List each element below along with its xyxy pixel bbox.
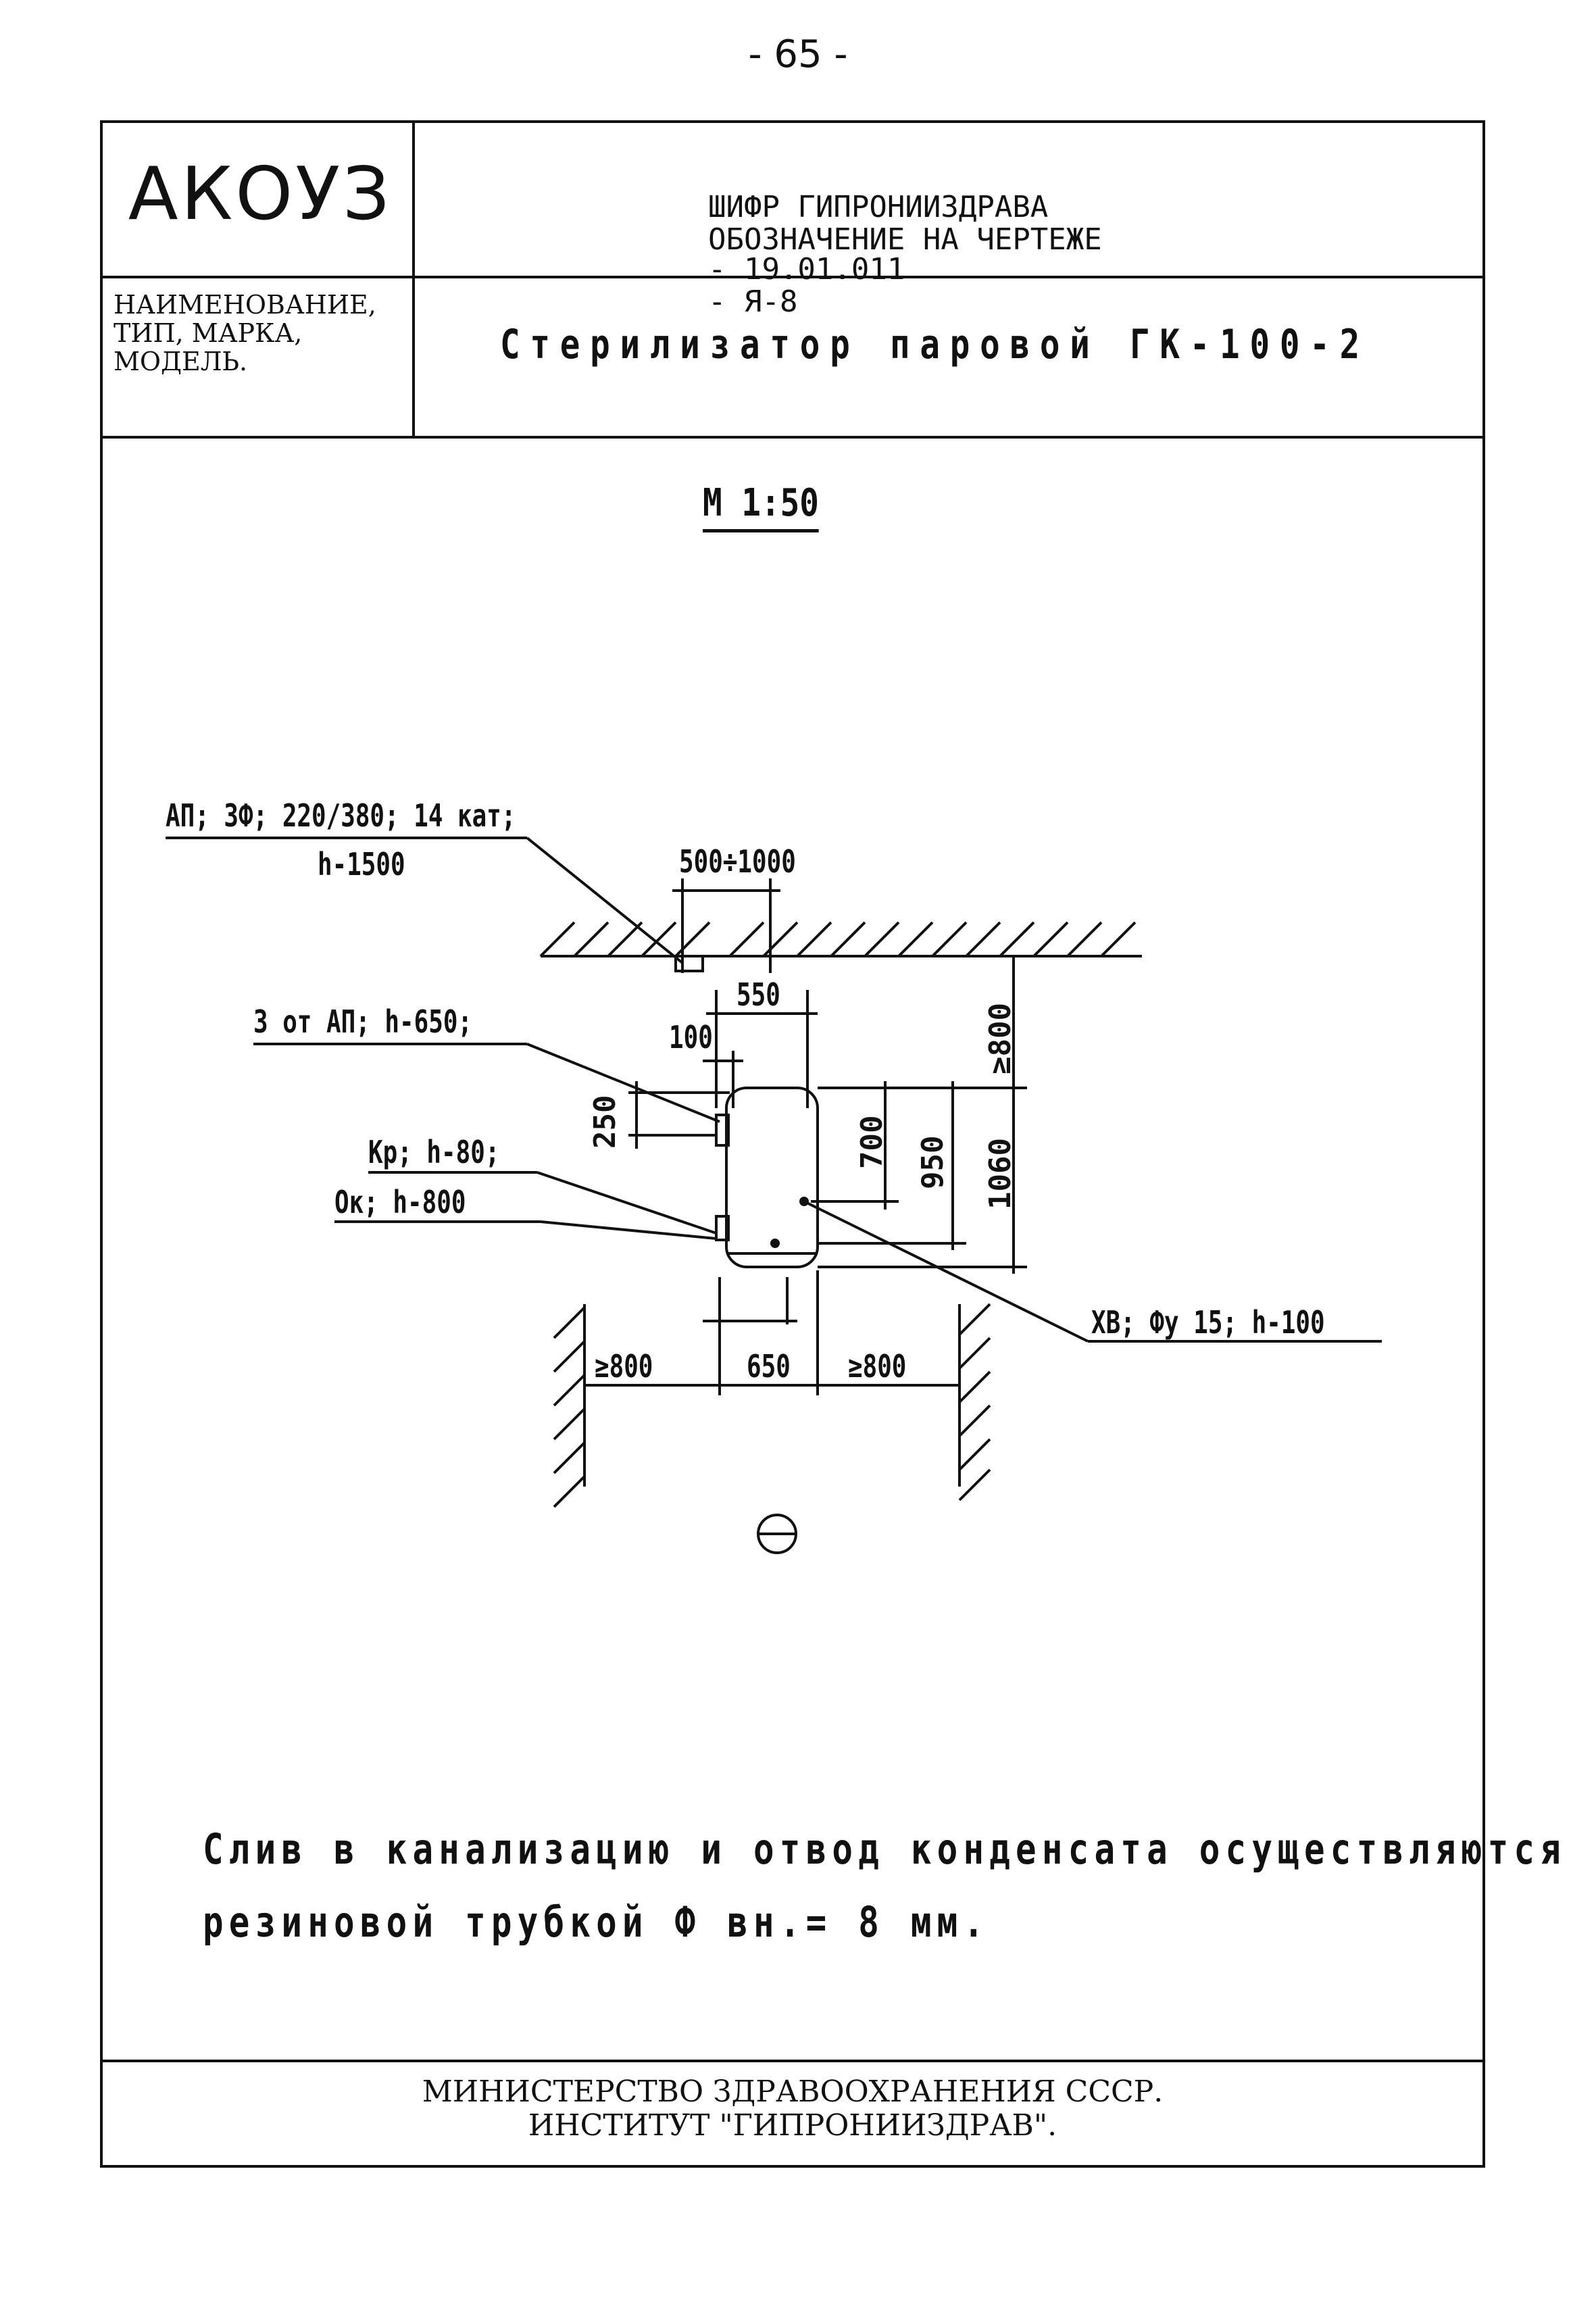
header-divider-1 <box>100 276 1485 278</box>
header-divider-2 <box>100 436 1485 439</box>
device-name: Стерилизатор паровой ГК-100-2 <box>500 321 1370 368</box>
cipher-label: ШИФР ГИПРОНИИЗДРАВА <box>707 190 1049 224</box>
document-code: АКОУЗ <box>128 152 393 237</box>
dim-700: 700 <box>855 1115 889 1169</box>
wall-hatching <box>539 921 1137 957</box>
dim-ge800-top: ≥800 <box>983 1003 1018 1074</box>
cipher-value: - 19.01.011 <box>707 252 905 287</box>
designation-value: - Я-8 <box>707 284 798 319</box>
dim-100: 100 <box>669 1019 713 1055</box>
drain-fitting <box>715 1215 730 1241</box>
name-label-line: НАИМЕНОВАНИЕ, <box>114 290 376 320</box>
cipher-row: ШИФР ГИПРОНИИЗДРАВА - 19.01.011 <box>672 161 1048 285</box>
dim-ge800-right: ≥800 <box>848 1348 907 1385</box>
dim-650: 650 <box>747 1348 791 1385</box>
ground-terminal <box>715 1114 730 1147</box>
designation-row: ОБОЗНАЧЕНИЕ НА ЧЕРТЕЖЕ - Я-8 <box>672 193 1102 318</box>
power-label: АП; 3Ф; 220/380; 14 кат; <box>166 797 516 834</box>
power-leader <box>526 837 684 964</box>
sterilizer-body <box>725 1087 819 1268</box>
note-line-2: резиновой трубкой Ф вн.= 8 мм. <box>203 1897 990 1947</box>
page-number: - 65 - <box>748 32 848 76</box>
name-label-line: ТИП, МАРКА, <box>114 318 303 348</box>
ok-label: Ок; h-800 <box>334 1184 466 1220</box>
designation-label: ОБОЗНАЧЕНИЕ НА ЧЕРТЕЖЕ <box>707 222 1102 257</box>
dim-950: 950 <box>916 1135 950 1189</box>
header-column-divider <box>412 120 415 438</box>
socket-box <box>674 955 704 972</box>
condensate-point <box>770 1239 780 1248</box>
scale-label: М 1:50 <box>703 481 819 532</box>
power-height: h-1500 <box>318 846 405 882</box>
ground-label: 3 от АП; h-650; <box>253 1003 473 1040</box>
dim-ge800-left: ≥800 <box>595 1348 653 1385</box>
dim-500-1000: 500÷1000 <box>679 843 796 880</box>
dim-250: 250 <box>588 1095 622 1149</box>
footer-divider <box>100 2060 1485 2062</box>
name-type-model-label: НАИМЕНОВАНИЕ, ТИП, МАРКА, МОДЕЛЬ. <box>114 291 376 376</box>
note-line-1: Слив в канализацию и отвод конденсата ос… <box>203 1824 1567 1874</box>
dim-550: 550 <box>737 976 780 1013</box>
footer-institute: ИНСТИТУТ "ГИПРОНИИЗДРАВ". <box>528 2108 1057 2143</box>
kp-label: Кр; h-80; <box>368 1134 500 1170</box>
sheet-frame <box>100 120 1485 2168</box>
name-label-line: МОДЕЛЬ. <box>114 347 248 376</box>
footer-ministry: МИНИСТЕРСТВО ЗДРАВООХРАНЕНИЯ СССР. <box>422 2074 1164 2109</box>
cold-water-label: ХВ; Фу 15; h-100 <box>1091 1304 1325 1341</box>
dim-1060: 1060 <box>983 1138 1018 1210</box>
